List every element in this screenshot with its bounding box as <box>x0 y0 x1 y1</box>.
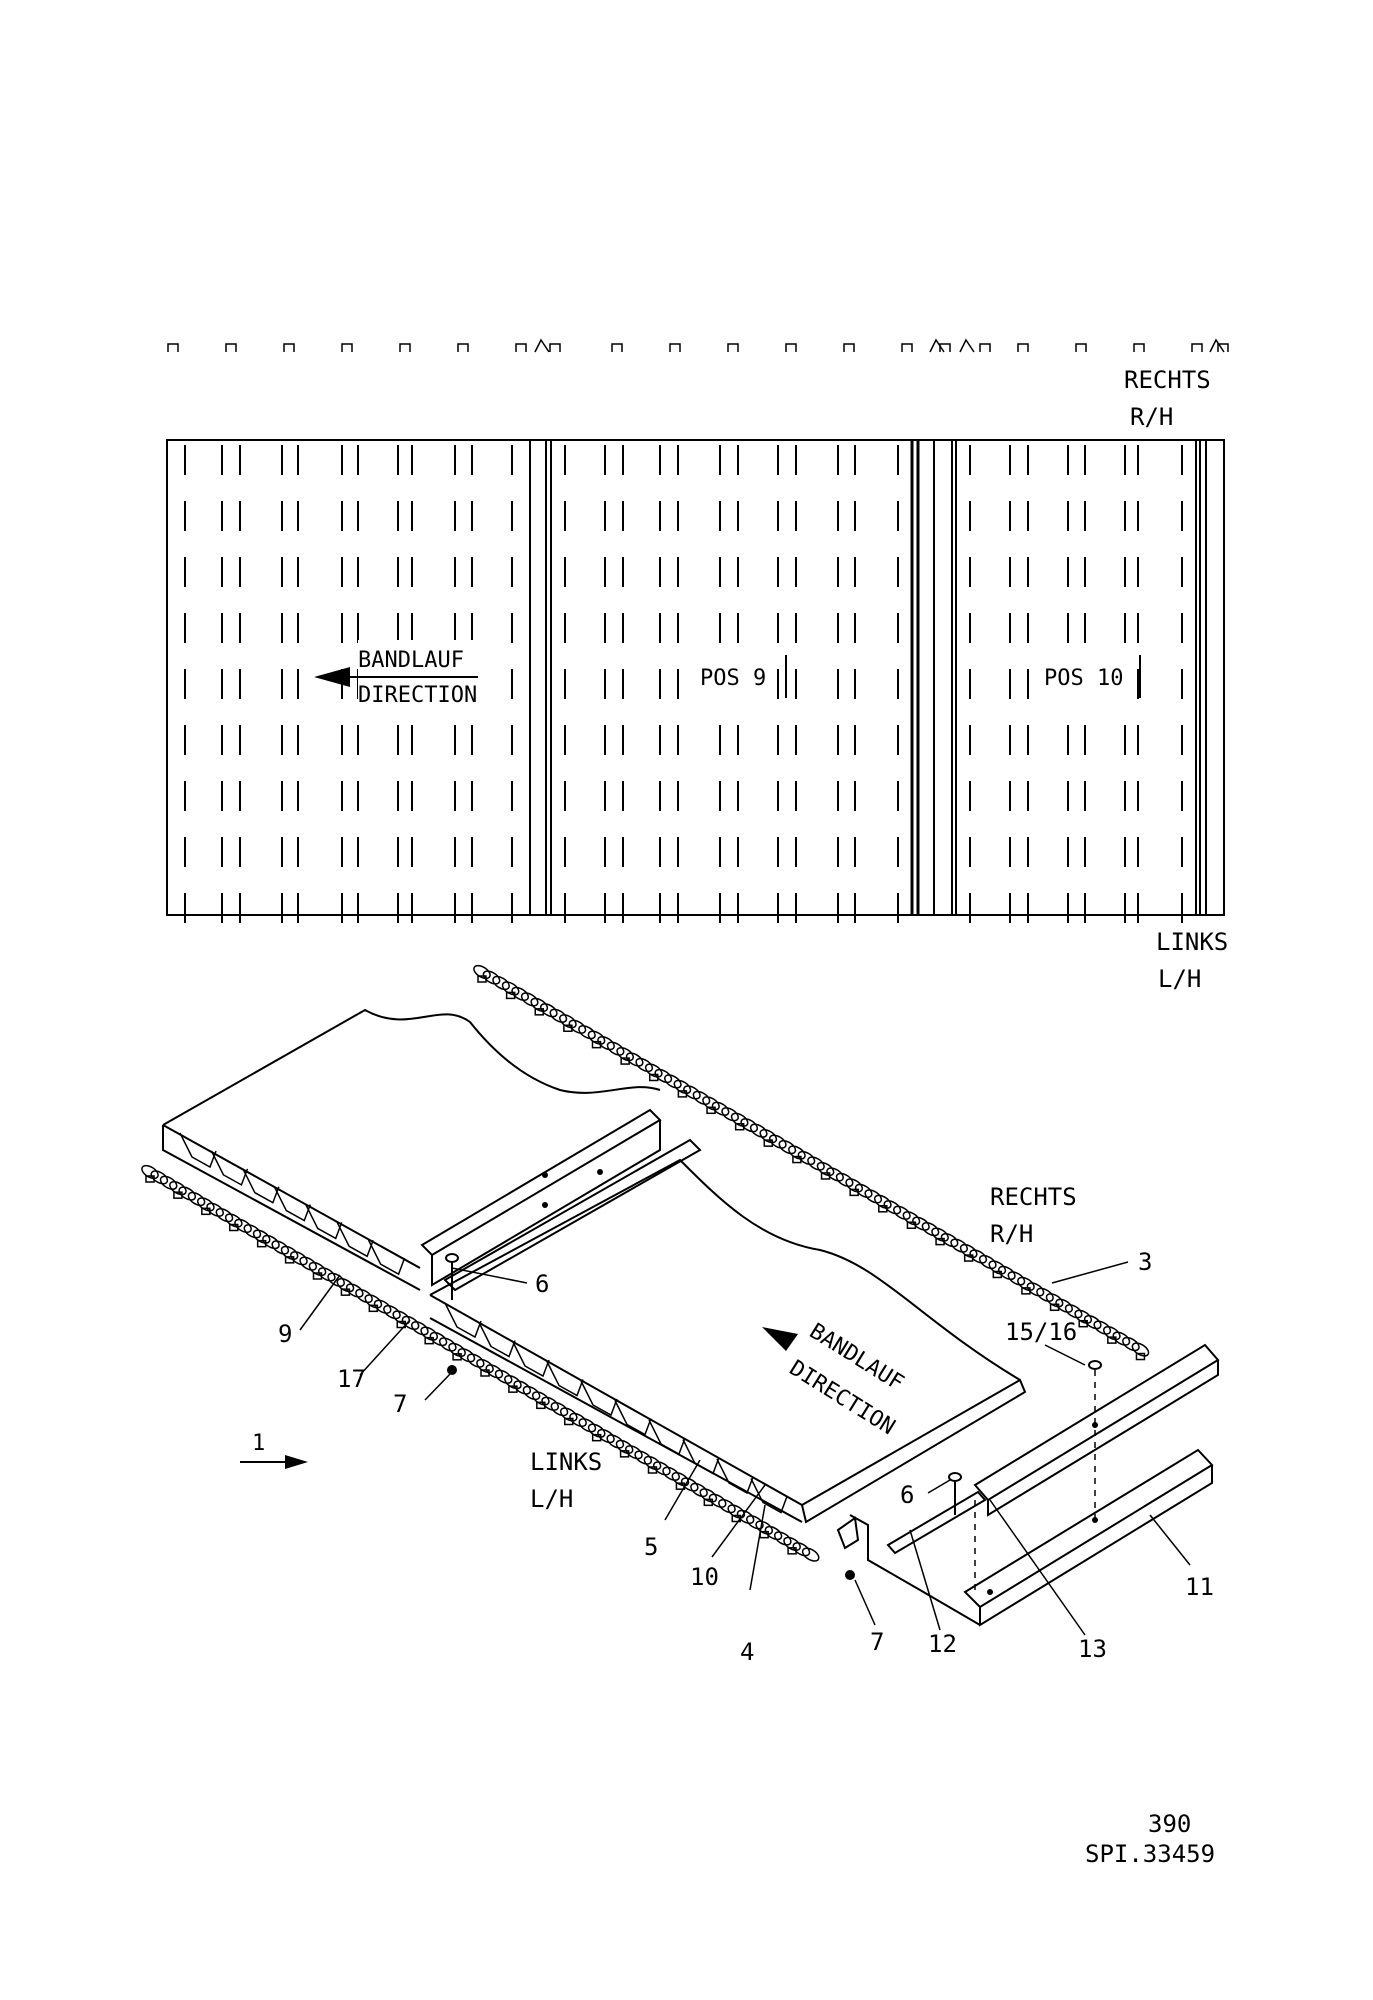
callout-9: 9 <box>278 1320 292 1348</box>
side-rail-front <box>886 1343 1220 1627</box>
page-number: 390 <box>1148 1810 1191 1838</box>
callout-4: 4 <box>740 1638 754 1666</box>
plan-direction-en: DIRECTION <box>358 683 477 708</box>
callout-10: 10 <box>690 1563 719 1591</box>
iso-right-label: RECHTS <box>990 1183 1077 1211</box>
side-rail-rear <box>420 1108 702 1292</box>
plan-direction-de: BANDLAUF <box>358 648 464 673</box>
nut-icon <box>845 1570 855 1580</box>
bolt-icon <box>445 1253 459 1300</box>
direction-arrow-icon <box>314 667 478 687</box>
plan-right-abbr: R/H <box>1130 403 1173 431</box>
plan-view: BANDLAUF DIRECTION POS 9 POS 10 RECHTS R… <box>166 338 1229 993</box>
callout-3: 3 <box>1138 1248 1152 1276</box>
belt-segment-rear <box>162 1008 661 1291</box>
plan-left-abbr: L/H <box>1158 965 1201 993</box>
chain-right-hand <box>473 964 1150 1361</box>
callout-11: 11 <box>1185 1573 1214 1601</box>
view-arrow-icon <box>240 1455 308 1469</box>
iso-left-abbr: L/H <box>530 1485 573 1513</box>
bolt-icon <box>948 1472 976 1590</box>
plan-pos10-label: POS 10 <box>1044 666 1123 691</box>
callout-7: 7 <box>870 1628 884 1656</box>
iso-right-abbr: R/H <box>990 1220 1033 1248</box>
bolt-icon <box>1088 1360 1102 1520</box>
callout-7: 7 <box>393 1390 407 1418</box>
plan-right-label: RECHTS <box>1124 366 1211 394</box>
section-dividers <box>529 440 1207 915</box>
callout-6: 6 <box>900 1481 914 1509</box>
drawing-number: SPI.33459 <box>1085 1840 1215 1868</box>
connector-bracket <box>836 1514 981 1626</box>
chain-link-row <box>167 338 1229 353</box>
belt-flutes <box>444 1302 788 1514</box>
nut-icon <box>447 1365 457 1375</box>
callout-12: 12 <box>928 1630 957 1658</box>
exploded-view: BANDLAUF DIRECTION 1 RECHTS R/H LINKS L/… <box>141 964 1220 1666</box>
belt-segment-front <box>429 1158 1027 1524</box>
callout-view-1: 1 <box>252 1431 265 1456</box>
callout-17: 17 <box>337 1365 366 1393</box>
plan-pos9-label: POS 9 <box>700 666 766 691</box>
direction-arrow-icon <box>762 1327 798 1351</box>
chain-left-hand <box>141 1164 820 1562</box>
callout-5: 5 <box>644 1533 658 1561</box>
callout-13: 13 <box>1078 1635 1107 1663</box>
iso-left-label: LINKS <box>530 1448 602 1476</box>
slat-marks <box>184 445 1183 923</box>
callout-15-16: 15/16 <box>1005 1318 1077 1346</box>
plan-left-label: LINKS <box>1156 928 1228 956</box>
callout-6: 6 <box>535 1270 549 1298</box>
belt-outline <box>166 439 1225 916</box>
leader-lines <box>299 1261 1191 1636</box>
belt-flutes <box>179 1132 406 1276</box>
